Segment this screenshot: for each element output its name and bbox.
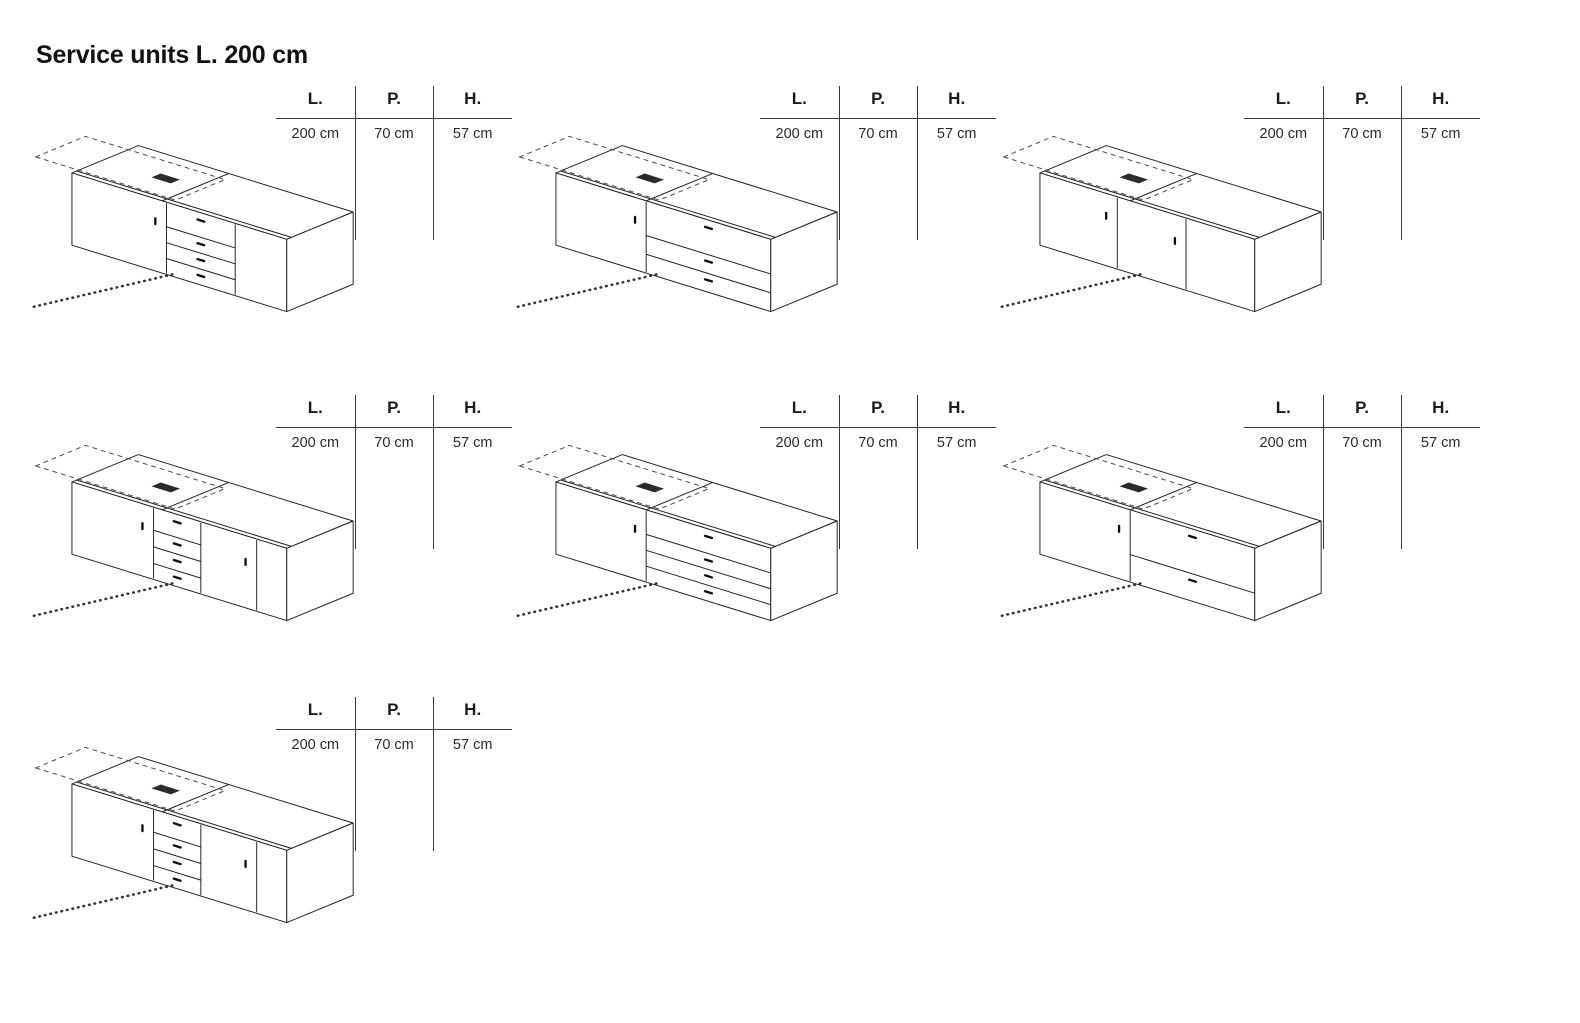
dim-header-row: L. P. H. bbox=[760, 89, 996, 119]
dim-value-length: 200 cm bbox=[775, 435, 824, 451]
dim-value-height: 57 cm bbox=[1420, 126, 1461, 142]
dim-header-row: L. P. H. bbox=[276, 700, 512, 730]
dim-header-depth: P. bbox=[387, 89, 401, 108]
dim-value-row: 200 cm 70 cm 57 cm bbox=[760, 428, 996, 451]
dim-value-depth: 70 cm bbox=[858, 435, 898, 451]
table-divider-line bbox=[838, 86, 840, 240]
table-divider-line bbox=[1401, 395, 1403, 549]
table-divider-line bbox=[1401, 86, 1403, 240]
unit-block-6: L. P. H. 200 cm 70 cm 57 cm bbox=[996, 394, 1482, 694]
dim-value-length: 200 cm bbox=[291, 737, 340, 753]
cabinet-isometric-drawing bbox=[32, 135, 354, 313]
dim-header-height: H. bbox=[948, 89, 966, 108]
dim-header-row: L. P. H. bbox=[276, 89, 512, 119]
unit-block-2: L. P. H. 200 cm 70 cm 57 cm bbox=[512, 85, 998, 385]
cabinet-isometric-drawing bbox=[1000, 444, 1322, 622]
dim-header-row: L. P. H. bbox=[276, 398, 512, 428]
dim-header-length: L. bbox=[307, 398, 323, 417]
unit-block-1: L. P. H. 200 cm 70 cm 57 cm bbox=[28, 85, 514, 385]
dim-value-row: 200 cm 70 cm 57 cm bbox=[1244, 428, 1480, 451]
dim-header-length: L. bbox=[791, 89, 807, 108]
dim-value-depth: 70 cm bbox=[1342, 126, 1382, 142]
dimension-table: L. P. H. 200 cm 70 cm 57 cm bbox=[760, 86, 996, 249]
table-divider-line bbox=[838, 395, 840, 549]
dim-value-depth: 70 cm bbox=[374, 737, 414, 753]
dimension-table: L. P. H. 200 cm 70 cm 57 cm bbox=[276, 86, 512, 249]
table-divider-line bbox=[354, 395, 356, 549]
unit-block-3: L. P. H. 200 cm 70 cm 57 cm bbox=[996, 85, 1482, 385]
dim-header-height: H. bbox=[948, 398, 966, 417]
dim-value-height: 57 cm bbox=[452, 435, 493, 451]
table-divider-line bbox=[433, 86, 435, 240]
dim-header-height: H. bbox=[464, 89, 482, 108]
dim-header-depth: P. bbox=[1355, 89, 1369, 108]
unit-block-7: L. P. H. 200 cm 70 cm 57 cm bbox=[28, 696, 514, 996]
unit-block-5: L. P. H. 200 cm 70 cm 57 cm bbox=[512, 394, 998, 694]
table-divider-line bbox=[433, 395, 435, 549]
cabinet-isometric-drawing bbox=[516, 444, 838, 622]
dim-value-depth: 70 cm bbox=[374, 126, 414, 142]
dimension-table: L. P. H. 200 cm 70 cm 57 cm bbox=[760, 395, 996, 558]
table-divider-line bbox=[1322, 395, 1324, 549]
dim-header-depth: P. bbox=[387, 700, 401, 719]
table-divider-line bbox=[1322, 86, 1324, 240]
dim-value-row: 200 cm 70 cm 57 cm bbox=[276, 730, 512, 753]
table-divider-line bbox=[354, 86, 356, 240]
dim-value-height: 57 cm bbox=[936, 435, 977, 451]
dim-value-row: 200 cm 70 cm 57 cm bbox=[1244, 119, 1480, 142]
unit-block-4: L. P. H. 200 cm 70 cm 57 cm bbox=[28, 394, 514, 694]
dim-value-height: 57 cm bbox=[452, 126, 493, 142]
table-divider-line bbox=[917, 395, 919, 549]
dim-header-row: L. P. H. bbox=[760, 398, 996, 428]
dim-value-row: 200 cm 70 cm 57 cm bbox=[276, 428, 512, 451]
page-title: Service units L. 200 cm bbox=[36, 40, 308, 69]
dim-header-height: H. bbox=[1432, 89, 1450, 108]
table-divider-line bbox=[917, 86, 919, 240]
dim-value-height: 57 cm bbox=[936, 126, 977, 142]
dim-header-height: H. bbox=[464, 398, 482, 417]
cabinet-isometric-drawing bbox=[32, 444, 354, 622]
dim-value-depth: 70 cm bbox=[1342, 435, 1382, 451]
dimension-table: L. P. H. 200 cm 70 cm 57 cm bbox=[276, 395, 512, 558]
cabinet-isometric-drawing bbox=[1000, 135, 1322, 313]
dim-value-depth: 70 cm bbox=[374, 435, 414, 451]
dim-header-depth: P. bbox=[387, 398, 401, 417]
dim-value-row: 200 cm 70 cm 57 cm bbox=[760, 119, 996, 142]
dim-value-height: 57 cm bbox=[452, 737, 493, 753]
dim-value-length: 200 cm bbox=[1259, 435, 1308, 451]
dim-header-length: L. bbox=[307, 700, 323, 719]
dim-header-length: L. bbox=[1275, 89, 1291, 108]
dim-header-row: L. P. H. bbox=[1244, 398, 1480, 428]
cabinet-isometric-drawing bbox=[516, 135, 838, 313]
dim-header-depth: P. bbox=[871, 89, 885, 108]
dimension-table: L. P. H. 200 cm 70 cm 57 cm bbox=[276, 697, 512, 860]
dim-header-depth: P. bbox=[1355, 398, 1369, 417]
table-divider-line bbox=[433, 697, 435, 851]
dim-value-height: 57 cm bbox=[1420, 435, 1461, 451]
dim-header-height: H. bbox=[1432, 398, 1450, 417]
table-divider-line bbox=[354, 697, 356, 851]
dim-header-depth: P. bbox=[871, 398, 885, 417]
dimension-table: L. P. H. 200 cm 70 cm 57 cm bbox=[1244, 395, 1480, 558]
dim-value-length: 200 cm bbox=[1259, 126, 1308, 142]
dim-value-length: 200 cm bbox=[291, 435, 340, 451]
dim-header-length: L. bbox=[1275, 398, 1291, 417]
dim-value-depth: 70 cm bbox=[858, 126, 898, 142]
dim-value-length: 200 cm bbox=[291, 126, 340, 142]
dim-header-length: L. bbox=[791, 398, 807, 417]
dim-header-row: L. P. H. bbox=[1244, 89, 1480, 119]
dim-value-row: 200 cm 70 cm 57 cm bbox=[276, 119, 512, 142]
dim-header-height: H. bbox=[464, 700, 482, 719]
dim-value-length: 200 cm bbox=[775, 126, 824, 142]
dim-header-length: L. bbox=[307, 89, 323, 108]
cabinet-isometric-drawing bbox=[32, 746, 354, 924]
dimension-table: L. P. H. 200 cm 70 cm 57 cm bbox=[1244, 86, 1480, 249]
